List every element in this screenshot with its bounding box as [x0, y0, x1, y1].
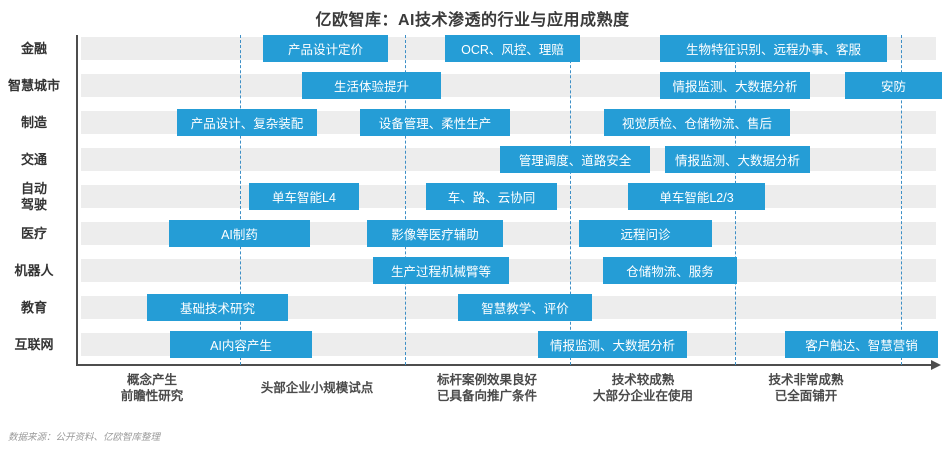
- application-box: 远程问诊: [579, 220, 712, 247]
- stage-label-line: 头部企业小规模试点: [260, 380, 374, 395]
- industry-label-line: 驾驶: [20, 196, 47, 212]
- stage-label-line: 已全面铺开: [774, 389, 838, 403]
- industry-label-line: 互联网: [14, 336, 54, 352]
- application-box: 生产过程机械臂等: [373, 257, 509, 284]
- industry-label-line: 金融: [20, 40, 47, 56]
- application-box: 影像等医疗辅助: [367, 220, 503, 247]
- industry-label-line: 自动: [20, 180, 47, 196]
- application-box: 产品设计、复杂装配: [177, 109, 317, 136]
- industry-label-line: 智慧城市: [7, 77, 60, 93]
- application-box: 设备管理、柔性生产: [360, 109, 510, 136]
- application-box: 情报监测、大数据分析: [665, 146, 810, 173]
- application-box: 产品设计定价: [263, 35, 388, 62]
- stage-label-line: 已具备向推广条件: [436, 389, 537, 403]
- chart-title: 亿欧智库：AI技术渗透的行业与应用成熟度: [315, 12, 630, 29]
- stage-label: 技术较成熟大部分企业在使用: [523, 371, 763, 405]
- application-box: 管理调度、道路安全: [500, 146, 650, 173]
- stage-label: 标杆案例效果良好已具备向推广条件: [367, 371, 607, 405]
- stage-label: 技术非常成熟已全面铺开: [686, 371, 926, 405]
- application-box: 单车智能L4: [249, 183, 359, 210]
- stage-label-line: 前瞻性研究: [120, 389, 184, 403]
- application-box: 视觉质检、仓储物流、售后: [604, 109, 790, 136]
- stage-label: 概念产生前瞻性研究: [32, 371, 272, 405]
- application-box: 智慧教学、评价: [458, 294, 592, 321]
- industry-label-line: 机器人: [14, 262, 54, 278]
- industry-label: 机器人: [0, 253, 68, 289]
- industry-label: 金融: [0, 31, 68, 67]
- industry-label: 教育: [0, 290, 68, 326]
- stage-label-line: 技术较成熟: [611, 372, 675, 387]
- axis-arrow-icon: [931, 360, 941, 370]
- industry-label-line: 医疗: [20, 225, 47, 241]
- industry-label-line: 教育: [20, 299, 47, 315]
- industry-label: 交通: [0, 142, 68, 178]
- stage-label-line: 标杆案例效果良好: [436, 372, 537, 387]
- application-box: 生物特征识别、远程办事、客服: [660, 35, 887, 62]
- stage-label-line: 概念产生: [126, 372, 177, 387]
- stage-gridline: [901, 35, 902, 365]
- application-box: AI制药: [169, 220, 310, 247]
- stage-label: 头部企业小规模试点: [197, 371, 437, 405]
- application-box: 车、路、云协同: [426, 183, 557, 210]
- stage-label-line: 大部分企业在使用: [592, 389, 693, 403]
- industry-label-line: 制造: [20, 114, 47, 130]
- stage-gridline: [240, 35, 241, 365]
- industry-label-line: 交通: [20, 151, 47, 167]
- industry-label: 自动驾驶: [0, 179, 68, 215]
- stage-gridline: [570, 35, 571, 365]
- application-box: 客户触达、智慧营销: [785, 331, 938, 358]
- industry-label: 制造: [0, 105, 68, 141]
- y-axis-line: [76, 35, 78, 366]
- industry-label: 智慧城市: [0, 68, 68, 104]
- data-source-note: 数据来源：公开资料、亿欧智库整理: [8, 432, 161, 443]
- application-box: AI内容产生: [170, 331, 312, 358]
- stage-gridline: [405, 35, 406, 365]
- application-box: 情报监测、大数据分析: [660, 72, 810, 99]
- industry-label: 医疗: [0, 216, 68, 252]
- application-box: 安防: [845, 72, 942, 99]
- application-box: 基础技术研究: [147, 294, 288, 321]
- application-box: 单车智能L2/3: [628, 183, 765, 210]
- application-box: OCR、风控、理赔: [445, 35, 580, 62]
- application-box: 生活体验提升: [302, 72, 441, 99]
- application-box: 情报监测、大数据分析: [538, 331, 687, 358]
- stage-label-line: 技术非常成熟: [768, 372, 844, 387]
- application-box: 仓储物流、服务: [603, 257, 737, 284]
- industry-label: 互联网: [0, 327, 68, 363]
- x-axis-line: [76, 364, 933, 366]
